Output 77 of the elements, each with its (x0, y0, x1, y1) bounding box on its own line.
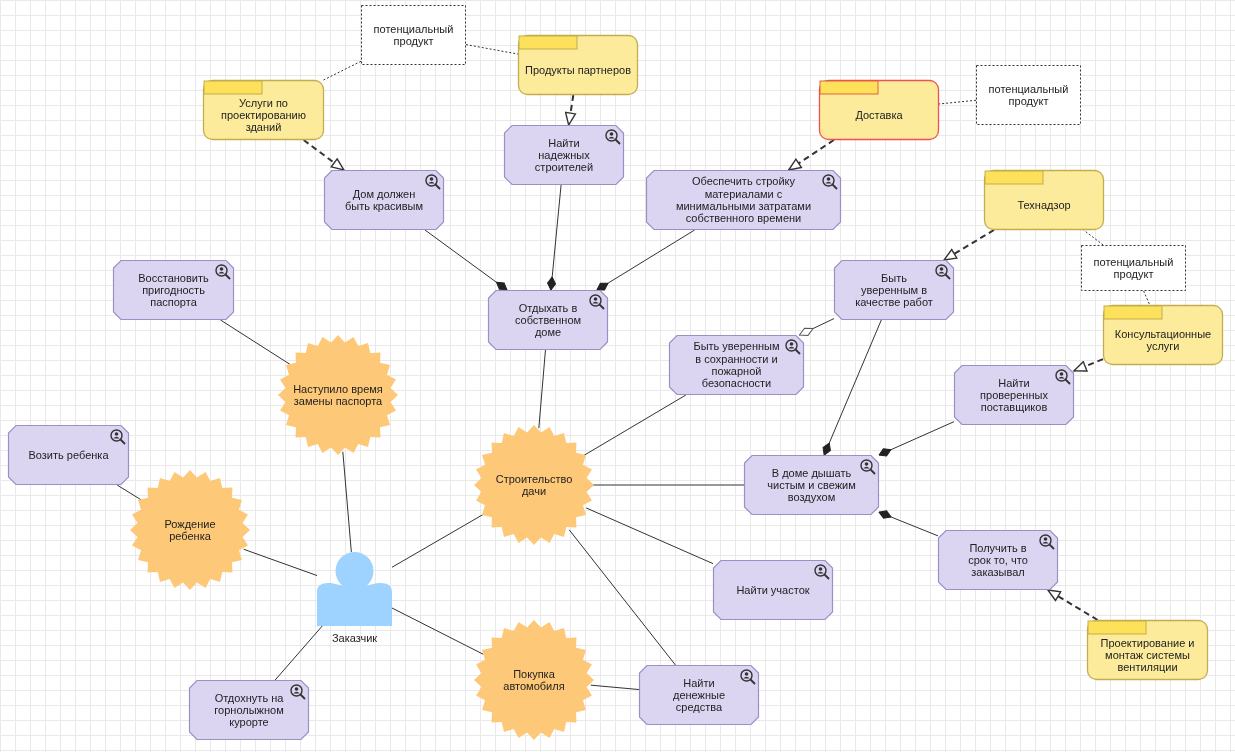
dotted-connector (1143, 290, 1151, 306)
arrow (564, 94, 577, 126)
connector-line (590, 684, 640, 691)
event-star (278, 335, 398, 455)
node-text: Найти надежных строителей (533, 136, 595, 174)
dotted-connector (1083, 229, 1104, 246)
connector-line (585, 507, 714, 565)
goal-box (669, 335, 804, 395)
goal-box (324, 170, 444, 230)
node-text: Отдохнуть на горнолыжном курорте (213, 691, 285, 729)
connector-line (391, 607, 484, 655)
node-text: Восстановить пригодность паспорта (137, 271, 210, 309)
goal-box (189, 680, 309, 740)
arrow (1046, 589, 1099, 621)
node-text: Найти денежные средства (671, 676, 727, 714)
node-text: Быть уверенным в качестве работ (854, 271, 934, 309)
arrow (302, 139, 345, 171)
node-text: В доме дышать чистым и свежим воздухом (766, 466, 857, 504)
node-text: Получить в срок то, что заказывал (967, 541, 1029, 579)
goal-box (504, 125, 624, 185)
connector-line (568, 529, 676, 666)
node-text: потенциальный продукт (1092, 255, 1175, 281)
node-text: Найти проверенных поставщиков (979, 376, 1049, 414)
node-text: Строительство дачи (494, 472, 574, 498)
goal-box (713, 560, 833, 620)
product-box (1103, 305, 1223, 365)
goal-box (113, 260, 234, 320)
arrow (1073, 358, 1104, 372)
event-star (130, 470, 250, 590)
product-box (819, 80, 939, 140)
node-text: потенциальный продукт (372, 22, 455, 48)
goal-box (954, 365, 1074, 425)
dotted-connector (323, 60, 362, 81)
node-label: Заказчик (330, 632, 379, 644)
goal-box (938, 530, 1058, 590)
product-box (984, 170, 1104, 230)
node-text: потенциальный продукт (987, 82, 1070, 108)
goal-box (488, 290, 608, 350)
node-text: Быть уверенным в сохранности и пожарной безопасности (692, 340, 781, 390)
node-text: Проектирование и монтаж системы вентиляции (1099, 636, 1196, 674)
goal-box (834, 260, 954, 320)
node-text: Дом должен быть красивым (344, 187, 424, 213)
node-text: Возить ребенка (28, 448, 109, 462)
connector-line (220, 319, 291, 365)
node-text: Продукты партнеров (525, 63, 631, 77)
product-box (1087, 620, 1208, 680)
product-box (203, 80, 324, 140)
goal-box (639, 665, 759, 725)
connector-line (538, 349, 546, 429)
node-text: Наступило время замены паспорта (292, 382, 384, 408)
goal-box (646, 170, 841, 230)
node-text: Отдыхать в собственном доме (513, 301, 583, 339)
arrow (943, 229, 995, 261)
node-text: Рождение ребенка (163, 517, 217, 543)
node-text: Услуги по проектированию зданий (220, 96, 307, 134)
event-star (474, 425, 594, 545)
node-text: Обеспечить стройку материалами с минимальными затратами собственного времени (674, 175, 813, 225)
node-text: Доставка (855, 108, 903, 122)
connector-line (582, 394, 687, 457)
connector-line (274, 625, 323, 681)
goal-box (744, 455, 879, 515)
connector-line (243, 548, 318, 577)
note-box (1081, 245, 1186, 291)
product-box (518, 35, 638, 95)
dotted-connector (465, 44, 519, 55)
node-text: Технадзор (1017, 198, 1071, 212)
connector-line (342, 451, 352, 553)
note-box (361, 5, 466, 65)
node-text: Консультационные услуги (1113, 327, 1213, 353)
node-text: Покупка автомобиля (502, 667, 566, 693)
goal-box (8, 425, 129, 485)
note-box (976, 65, 1081, 125)
node-text: Найти участок (736, 583, 810, 597)
arrow (787, 139, 835, 171)
event-star (474, 620, 594, 740)
person-icon (317, 552, 392, 626)
connector-line (116, 484, 142, 501)
